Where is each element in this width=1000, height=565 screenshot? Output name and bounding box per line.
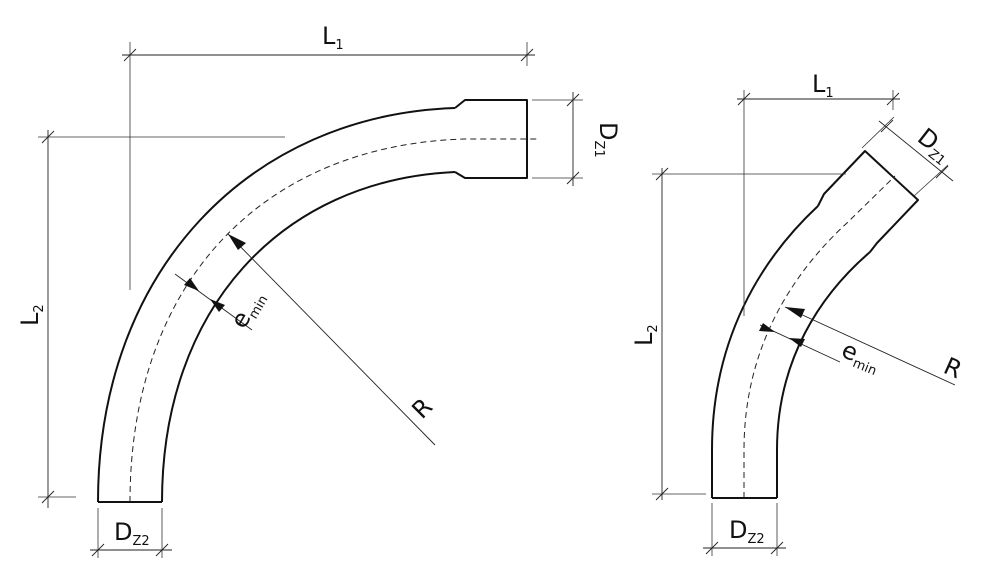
right-emin-arrow-outer (759, 323, 775, 332)
right-DZ1-extension-bottom (913, 164, 949, 197)
left-DZ1-tick-bottom (566, 171, 580, 185)
left-L2-label: L2 (16, 304, 47, 326)
left-emin-arrow-inner (210, 299, 225, 312)
left-bend-inner-wall (161, 171, 456, 503)
left-radius-line (227, 233, 436, 446)
right-DZ1-tick-top (880, 119, 894, 133)
left-DZ2-tick-left (91, 543, 105, 557)
right-emin-label: emin (837, 336, 885, 379)
right-DZ1-dimension-line (878, 120, 954, 182)
right-radius-arrowhead (785, 307, 805, 318)
left-emin-arrow-outer (184, 278, 199, 291)
left-bend-socket (454, 99, 528, 179)
right-DZ2-tick-right (770, 541, 784, 555)
left-DZ1-label: DZ1 (591, 122, 622, 158)
right-L1-tick-left (737, 92, 751, 106)
right-bend-socket (817, 150, 919, 253)
left-radius-arrowhead (228, 234, 246, 250)
left-L2-tick-bottom (41, 490, 55, 504)
right-L2-tick-bottom (655, 487, 669, 501)
right-DZ1-label: DZ1 (910, 123, 957, 169)
right-bend-centerline (743, 175, 896, 498)
right-L1-label: L1 (812, 70, 834, 101)
left-DZ2-label: DZ2 (114, 518, 150, 549)
right-DZ2-label: DZ2 (729, 516, 765, 547)
right-L2-tick-top (655, 167, 669, 181)
left-bend-outer-wall (97, 107, 456, 503)
right-bend-outer-wall (711, 205, 819, 498)
right-DZ1-extension-top (861, 116, 895, 149)
left-DZ1-tick-top (566, 93, 580, 107)
right-L1-tick-right (886, 92, 900, 106)
right-radius-line (784, 306, 956, 386)
right-DZ2-tick-left (705, 541, 719, 555)
right-emin-arrow-inner (789, 338, 805, 347)
right-DZ1-tick-bottom (935, 165, 949, 179)
right-L2-label: L2 (630, 324, 661, 346)
left-L1-label: L1 (322, 22, 344, 53)
left-R-label: R (406, 393, 438, 425)
left-DZ2-tick-right (155, 543, 169, 557)
left-L2-tick-top (41, 130, 55, 144)
left-bend-drawing (38, 42, 583, 558)
left-bend-centerline (129, 138, 540, 503)
left-L1-tick-right (520, 48, 534, 62)
left-emin-label: emin (225, 285, 271, 335)
right-bend-inner-wall (776, 251, 871, 498)
left-L1-tick-left (123, 48, 137, 62)
right-bend-drawing (652, 90, 956, 556)
